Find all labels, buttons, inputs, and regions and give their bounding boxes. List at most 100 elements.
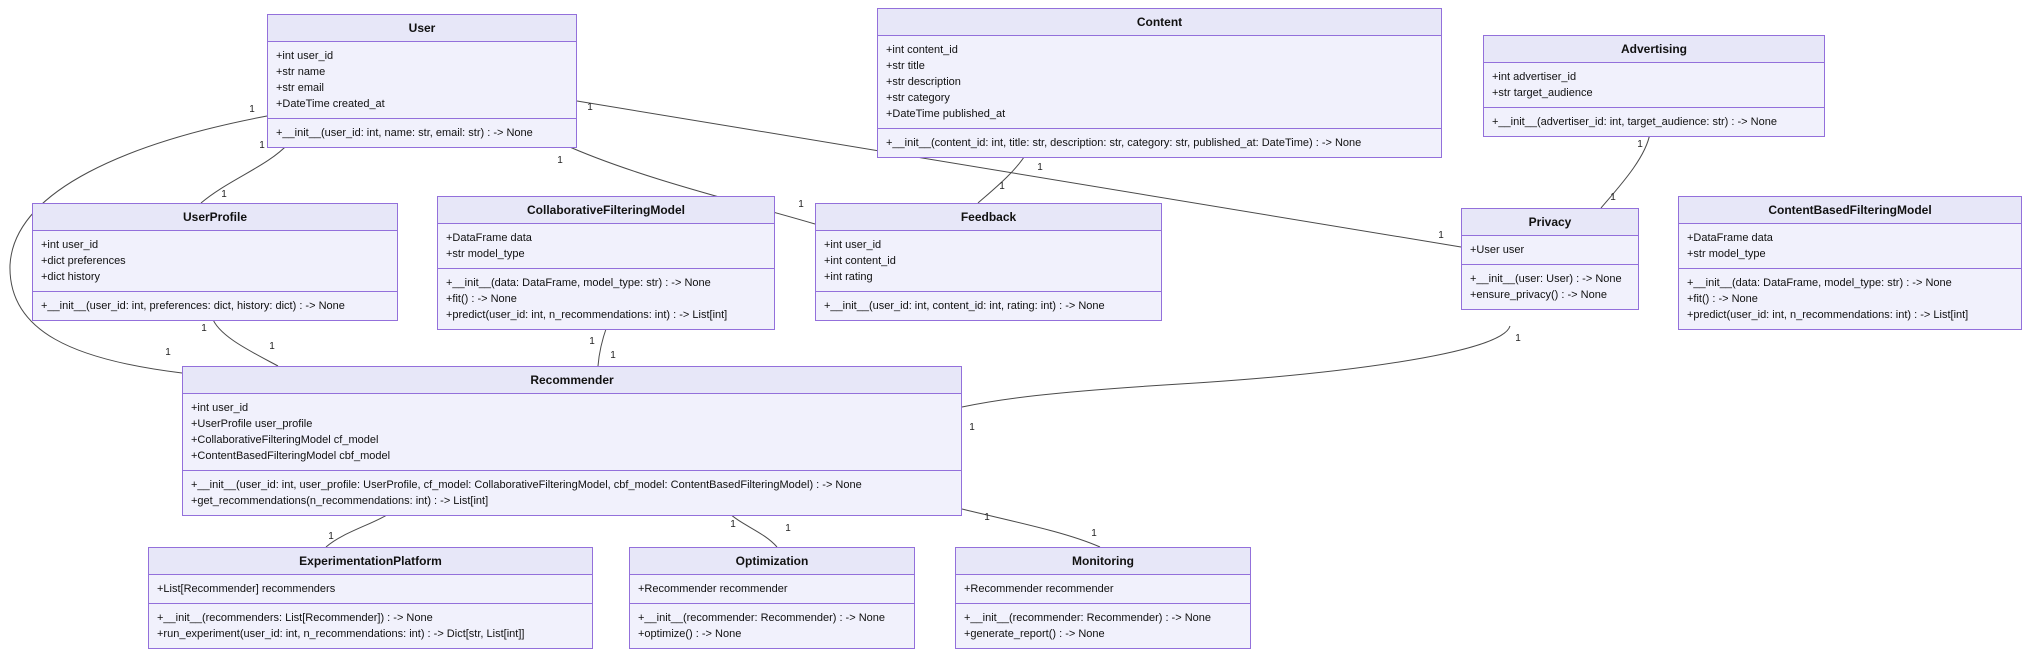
attribute-row: +dict preferences [41,255,126,267]
method-row: +__init__(user_id: int, content_id: int,… [824,300,1105,312]
method-row: +__init__(data: DataFrame, model_type: s… [446,277,711,289]
class-title-user-profile: UserProfile [33,204,397,230]
attribute-row: +DataFrame data [1687,232,1773,244]
class-box-experimentation-platform: ExperimentationPlatform +List[Recommende… [148,547,593,649]
class-attributes: +DataFrame data +str model_type [1679,223,2021,268]
method-row: +predict(user_id: int, n_recommendations… [1687,309,1969,321]
multiplicity-label-user-feedback-0: 1 [557,155,563,166]
class-attributes: +Recommender recommender [630,574,914,603]
class-box-advertising: Advertising +int advertiser_id+str targe… [1483,35,1825,137]
method-row: +__init__(content_id: int, title: str, d… [886,137,1362,149]
class-box-monitoring: Monitoring +Recommender recommender +__i… [955,547,1251,649]
attribute-row: +int advertiser_id [1492,71,1577,83]
class-methods: +__init__(user: User) : -> None +ensure_p… [1462,264,1638,309]
multiplicity-label-advertising-privacy-0: 1 [1637,139,1643,150]
method-row: +predict(user_id: int, n_recommendations… [446,309,728,321]
multiplicity-label-user-user-profile-0: 1 [259,140,265,151]
edge-advertising-privacy [1600,132,1651,209]
class-methods: +__init__(recommenders: List[Recommender… [149,603,592,648]
multiplicity-label-recommender-monitoring-0: 1 [984,512,990,523]
method-row: +__init__(data: DataFrame, model_type: s… [1687,277,1952,289]
multiplicity-label-user-user-profile-1: 1 [221,189,227,200]
attribute-row: +str title [886,60,925,72]
multiplicity-label-recommender-optimization-1: 1 [785,523,791,534]
multiplicity-label-user-privacy-1: 1 [1438,230,1444,241]
class-box-collaborative-filtering-model: CollaborativeFilteringModel +DataFrame d… [437,196,775,330]
class-box-content-based-filtering-model: ContentBasedFilteringModel +DataFrame da… [1678,196,2022,330]
multiplicity-label-collaborative-filtering-model-recommender-0: 1 [589,336,595,347]
attribute-row: +DataFrame data [446,232,532,244]
class-box-privacy: Privacy +User user +__init__(user: User)… [1461,208,1639,310]
class-attributes: +int user_id+str name+str email+DateTime… [268,41,576,118]
method-row: +optimize() : -> None [638,628,742,640]
class-attributes: +List[Recommender] recommenders [149,574,592,603]
attribute-row: +int content_id [824,255,896,267]
attribute-row: +DateTime published_at [886,108,1006,120]
method-row: +__init__(user_id: int, name: str, email… [276,127,533,139]
multiplicity-label-content-based-filtering-model-recommender-0: 1 [1515,333,1521,344]
class-attributes: +User user [1462,235,1638,264]
class-methods: +__init__(user_id: int, user_profile: Us… [183,470,961,515]
class-title-experimentation-platform: ExperimentationPlatform [149,548,592,574]
class-methods: +__init__(recommender: Recommender) : ->… [956,603,1250,648]
class-methods: +__init__(data: DataFrame, model_type: s… [1679,268,2021,329]
attribute-row: +str model_type [1687,248,1766,260]
attribute-row: +dict history [41,271,100,283]
attribute-row: +ContentBasedFilteringModel cbf_model [191,450,391,462]
class-title-monitoring: Monitoring [956,548,1250,574]
multiplicity-label-recommender-experimentation-platform-1: 1 [328,531,334,542]
class-box-recommender: Recommender +int user_id+UserProfile use… [182,366,962,516]
multiplicity-label-user-recommender-0: 1 [249,104,255,115]
class-attributes: +int user_id+int content_id+int rating [816,230,1161,291]
class-attributes: +Recommender recommender [956,574,1250,603]
class-methods: +__init__(user_id: int, preferences: dic… [33,291,397,320]
attribute-row: +str category [886,92,950,104]
edge-recommender-monitoring [961,508,1101,548]
multiplicity-label-user-feedback-1: 1 [798,199,804,210]
class-box-content: Content +int content_id+str title+str de… [877,8,1442,158]
method-row: +__init__(advertiser_id: int, target_aud… [1492,116,1777,128]
method-row: +__init__(recommenders: List[Recommender… [157,612,433,624]
multiplicity-label-user-privacy-0: 1 [587,102,593,113]
edge-user-recommender [9,115,268,374]
method-row: +__init__(recommender: Recommender) : ->… [964,612,1212,624]
attribute-row: +int user_id [41,239,99,251]
multiplicity-label-content-feedback-0: 1 [1037,162,1043,173]
attribute-row: +int user_id [824,239,882,251]
attribute-row: +Recommender recommender [964,583,1114,595]
class-methods: +__init__(advertiser_id: int, target_aud… [1484,107,1824,136]
method-row: +generate_report() : -> None [964,628,1105,640]
class-methods: +__init__(user_id: int, name: str, email… [268,118,576,147]
class-attributes: +DataFrame data+str model_type [438,223,774,268]
method-row: +ensure_privacy() : -> None [1470,289,1607,301]
method-row: +__init__(user: User) : -> None [1470,273,1622,285]
class-attributes: +int content_id +str title +str descriptio… [878,35,1441,128]
edge-content-based-filtering-model-recommender [961,325,1511,408]
multiplicity-label-user-profile-recommender-1: 1 [269,341,275,352]
multiplicity-label-collaborative-filtering-model-recommender-1: 1 [610,350,616,361]
edge-content-feedback [977,153,1027,204]
class-title-feedback: Feedback [816,204,1161,230]
method-row: +__init__(user_id: int, preferences: dic… [41,300,345,312]
attribute-row: +str name [276,66,326,78]
multiplicity-label-user-recommender-1: 1 [165,347,171,358]
attribute-row: +int user_id [191,402,249,414]
attribute-row: +str description [886,76,961,88]
class-methods: +__init__(data: DataFrame, model_type: s… [438,268,774,329]
multiplicity-label-recommender-optimization-0: 1 [730,519,736,530]
attribute-row: +str email [276,82,324,94]
multiplicity-label-content-feedback-1: 1 [999,181,1005,192]
class-attributes: +int user_id+UserProfile user_profile+Co… [183,393,961,470]
multiplicity-label-user-profile-recommender-0: 1 [201,323,207,334]
method-row: +fit() : -> None [1687,293,1758,305]
multiplicity-label-content-based-filtering-model-recommender-1: 1 [969,422,975,433]
edge-recommender-experimentation-platform [325,511,393,548]
multiplicity-label-advertising-privacy-1: 1 [1610,192,1616,203]
class-box-optimization: Optimization +Recommender recommender +_… [629,547,915,649]
class-attributes: +int user_id +dict preferences +dict histo… [33,230,397,291]
attribute-row: +str target_audience [1492,87,1593,99]
attribute-row: +int content_id [886,44,958,56]
class-attributes: +int advertiser_id +str target_audience [1484,62,1824,107]
class-title-privacy: Privacy [1462,209,1638,235]
